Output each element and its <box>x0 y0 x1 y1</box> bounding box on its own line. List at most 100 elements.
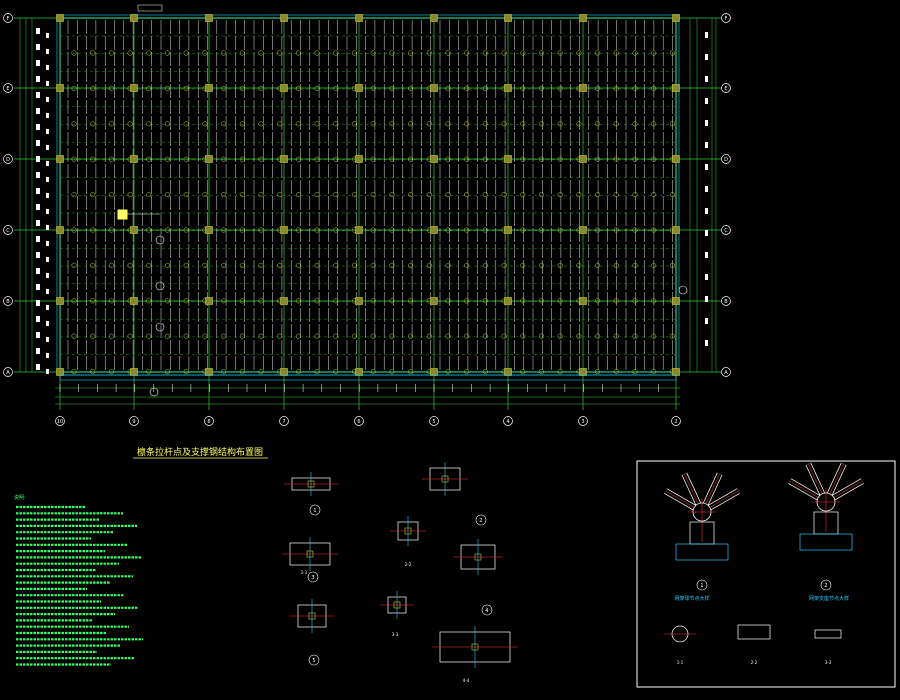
edge-tick-left <box>46 337 49 342</box>
node-circle <box>445 333 451 339</box>
node-circle <box>333 121 339 127</box>
edge-tick-right <box>705 164 708 170</box>
column-marker <box>579 155 587 163</box>
column-marker <box>355 84 363 92</box>
node-circle <box>146 192 152 198</box>
node-circle <box>576 262 582 268</box>
node-circle <box>295 262 301 268</box>
node-circle <box>464 369 470 375</box>
edge-tick-right <box>705 230 708 236</box>
node-circle <box>595 192 601 198</box>
node-circle <box>295 156 301 162</box>
node-circle <box>370 50 376 56</box>
row-axis-bubble: B <box>3 296 13 306</box>
edge-tick-right <box>705 32 708 38</box>
node-circle <box>445 227 451 233</box>
edge-tick-left <box>46 113 49 118</box>
node-circle <box>239 50 245 56</box>
general-notes-block: 说明: <box>14 494 143 666</box>
column-marker <box>355 297 363 305</box>
axis-label: E <box>6 86 9 92</box>
edge-tick-left <box>46 241 49 246</box>
node-circle <box>90 298 96 304</box>
edge-tick-left <box>36 284 40 290</box>
inset-node-left <box>664 472 740 561</box>
column-marker <box>579 84 587 92</box>
column-marker <box>672 84 680 92</box>
node-circle <box>146 50 152 56</box>
node-circle <box>557 333 563 339</box>
node-circle <box>221 156 227 162</box>
edge-tick-left <box>36 252 40 258</box>
inset-node-right <box>788 462 864 551</box>
node-circle <box>520 298 526 304</box>
node-circle <box>333 298 339 304</box>
node-circle <box>520 121 526 127</box>
node-circle <box>632 369 638 375</box>
detail-plate <box>404 527 412 535</box>
node-circle <box>426 262 432 268</box>
column-marker <box>56 297 64 305</box>
column-marker <box>130 155 138 163</box>
node-circle <box>632 333 638 339</box>
node-circle <box>538 156 545 162</box>
detail-plate <box>393 601 401 609</box>
detail-plate <box>471 643 479 651</box>
axis-circle <box>3 367 13 377</box>
axis-label: C <box>724 228 728 234</box>
node-circle <box>314 333 320 339</box>
detail-callout-marker <box>155 281 165 291</box>
column-axis-bubble: 6 <box>354 416 364 426</box>
row-axis-bubble: A <box>721 367 731 377</box>
row-axis-bubble: E <box>721 83 731 93</box>
node-circle <box>370 121 376 127</box>
node-circle <box>613 121 619 127</box>
node-circle <box>464 262 470 268</box>
node-circle <box>408 298 414 304</box>
edge-tick-right <box>705 186 708 192</box>
node-circle <box>408 227 414 233</box>
node-circle <box>71 369 77 375</box>
column-marker <box>672 155 680 163</box>
node-circle <box>351 50 358 56</box>
column-marker <box>280 297 288 305</box>
node-circle <box>520 156 526 162</box>
column-marker <box>130 84 138 92</box>
column-marker <box>205 84 213 92</box>
detail-plate <box>308 612 316 620</box>
column-marker <box>504 14 512 22</box>
edge-tick-left <box>36 108 40 114</box>
node-circle <box>370 85 376 91</box>
node-circle <box>370 192 376 198</box>
node-circle <box>202 192 208 198</box>
edge-tick-left <box>36 268 40 274</box>
node-circle <box>314 262 320 268</box>
node-circle <box>445 121 451 127</box>
node-circle <box>501 262 507 268</box>
edge-tick-left <box>46 161 49 166</box>
node-circle <box>221 262 227 268</box>
edge-tick-left <box>46 49 49 54</box>
node-circle <box>651 369 657 375</box>
node-circle <box>370 369 376 375</box>
column-marker <box>56 84 64 92</box>
edge-tick-left <box>46 257 49 262</box>
node-circle <box>164 121 171 127</box>
node-circle <box>221 192 227 198</box>
edge-tick-right <box>705 252 708 258</box>
column-marker <box>130 297 138 305</box>
axis-circle <box>3 13 13 23</box>
node-circle <box>164 369 171 375</box>
node-circle <box>445 156 451 162</box>
node-circle <box>669 262 675 268</box>
node-circle <box>613 333 619 339</box>
edge-tick-left <box>46 65 49 70</box>
column-axis-bubble: 3 <box>578 416 588 426</box>
inset-section-mark: 2-2 <box>751 660 758 665</box>
axis-label: C <box>6 228 10 234</box>
section-mark: 3-3 <box>392 632 399 637</box>
node-circle <box>370 156 376 162</box>
node-circle <box>146 85 152 91</box>
node-circle <box>108 298 114 304</box>
